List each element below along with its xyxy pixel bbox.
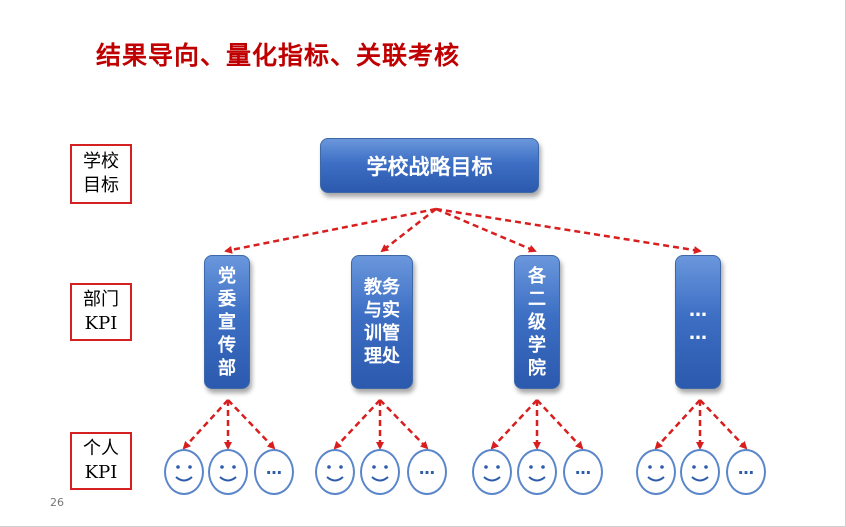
dept-node-4[interactable]: … … xyxy=(675,255,721,389)
ellipsis-face-icon: … xyxy=(407,449,447,495)
arrow-dept4-face1 xyxy=(654,399,701,450)
arrow-dept1-face1 xyxy=(182,399,229,450)
root-node-text: 学校战略目标 xyxy=(366,154,493,179)
arrow-dept1-face3 xyxy=(227,399,276,450)
face-ellipsis-text: … xyxy=(419,459,435,478)
arrow-root-dept-1 xyxy=(224,207,437,254)
ellipsis-face-icon: … xyxy=(254,449,294,495)
level-label-department: 部门 KPI xyxy=(70,283,132,341)
smiley-face-icon xyxy=(472,449,512,495)
root-node-school-strategy[interactable]: 学校战略目标 xyxy=(320,138,539,193)
arrow-root-dept-3 xyxy=(435,207,537,253)
level-label-individual: 个人 KPI xyxy=(70,432,132,490)
face-ellipsis-text: … xyxy=(266,459,282,478)
smiley-face-icon xyxy=(315,449,355,495)
level-label-individual-text: 个人 KPI xyxy=(83,438,119,483)
arrow-root-dept-2 xyxy=(380,208,437,253)
level-label-school: 学校 目标 xyxy=(70,144,132,204)
dept-node-2[interactable]: 教务 与实 训管 理处 xyxy=(351,255,413,389)
smiley-face-icon xyxy=(360,449,400,495)
arrow-dept2-face3 xyxy=(379,399,429,450)
page-number: 26 xyxy=(50,496,64,509)
arrow-dept3-face1 xyxy=(490,399,538,450)
dept-node-3[interactable]: 各 二 级 学 院 xyxy=(514,255,560,389)
ellipsis-face-icon: … xyxy=(726,449,766,495)
smiley-face-icon xyxy=(164,449,204,495)
smiley-face-icon xyxy=(517,449,557,495)
level-label-school-text: 学校 目标 xyxy=(83,151,119,196)
dept-node-1[interactable]: 党 委 宣 传 部 xyxy=(204,255,250,389)
arrow-root-dept-4 xyxy=(435,207,702,255)
face-ellipsis-text: … xyxy=(575,459,591,478)
arrow-dept2-face1 xyxy=(333,399,381,450)
ellipsis-face-icon: … xyxy=(563,449,603,495)
dept-node-2-text: 教务 与实 训管 理处 xyxy=(364,277,400,367)
level-label-department-text: 部门 KPI xyxy=(83,289,119,334)
dept-node-4-text: … … xyxy=(689,300,707,344)
face-ellipsis-text: … xyxy=(738,459,754,478)
dept-node-3-text: 各 二 级 学 院 xyxy=(528,265,546,379)
slide-title: 结果导向、量化指标、关联考核 xyxy=(96,41,461,70)
arrow-dept4-face3 xyxy=(699,399,748,450)
smiley-face-icon xyxy=(680,449,720,495)
smiley-face-icon xyxy=(636,449,676,495)
smiley-face-icon xyxy=(208,449,248,495)
dept-node-1-text: 党 委 宣 传 部 xyxy=(218,265,236,379)
arrow-dept3-face3 xyxy=(536,399,584,450)
